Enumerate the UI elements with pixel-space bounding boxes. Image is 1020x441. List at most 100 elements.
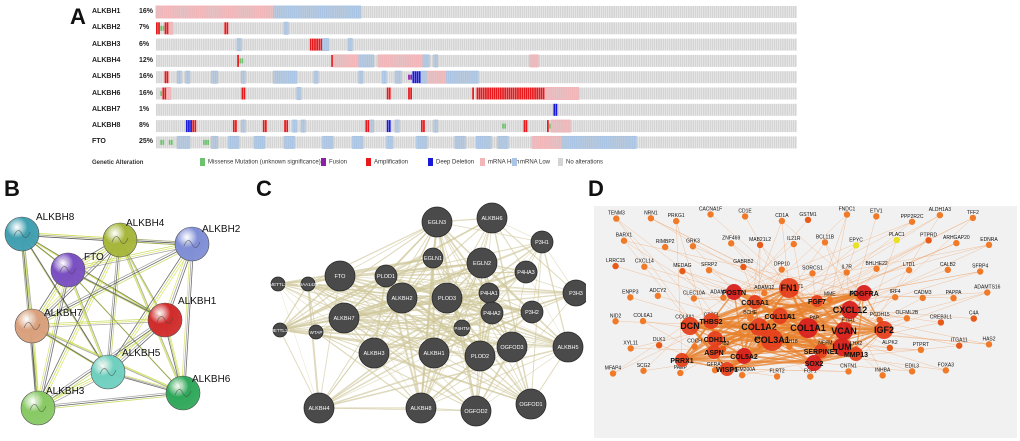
- coexpression-node-small: TFF2: [967, 210, 979, 222]
- coexpression-node-small: EDNRA: [980, 237, 998, 249]
- coexpression-node-label: CDH18: [781, 339, 798, 345]
- coexpression-node-label: CD1E: [738, 208, 752, 214]
- coexpression-node-small: INHBA: [875, 367, 891, 379]
- string-network-panel: ALKBH8ALKBH4ALKBH2FTOALKBH1ALKBH7ALKBH5A…: [4, 212, 240, 426]
- genemania-node-label: ALKBH2: [391, 296, 412, 302]
- coexpression-node-label: COCH: [687, 339, 702, 345]
- string-node: ALKBH4: [102, 218, 165, 258]
- gene-alteration-percent: 1%: [139, 105, 150, 113]
- legend-swatch: [321, 158, 326, 166]
- genemania-node-label: PLOD1: [377, 274, 395, 280]
- coexpression-node-small: IL7R: [841, 264, 852, 276]
- genemania-node-label: ALKBH3: [363, 351, 384, 357]
- coexpression-node-label: ZNF469: [722, 235, 740, 241]
- string-node: ALKBH8: [4, 212, 75, 252]
- coexpression-node-small: ITGA11: [951, 338, 968, 349]
- genemania-node: ALKBH7: [328, 302, 360, 334]
- coexpression-node-hub: SERPINE1: [804, 344, 838, 358]
- coexpression-node-label: COL8A1: [675, 315, 694, 321]
- oncoprint-row: [156, 70, 797, 84]
- panel-letter-a: A: [70, 4, 86, 29]
- coexpression-node-label: NRN1: [644, 210, 658, 216]
- coexpression-node-small: PLAC1: [889, 232, 905, 244]
- coexpression-node-label: GSTM1: [799, 212, 816, 218]
- coexpression-node-label: ADAM12: [754, 285, 774, 291]
- genemania-node: OGFOD3: [496, 331, 528, 363]
- legend-title: Genetic Alteration: [92, 160, 144, 166]
- genemania-node: METTL14: [270, 322, 290, 338]
- coexpression-node-small: MEDAG: [673, 263, 692, 275]
- coexpression-node-small: CACNA1F: [699, 206, 722, 218]
- coexpression-node-hub: SOX2: [805, 355, 823, 371]
- coexpression-node-label: PAP: [810, 316, 820, 322]
- string-node: FTO: [50, 252, 104, 288]
- coexpression-node-hub: IGF2: [874, 321, 894, 339]
- coexpression-node-small: COL6A1: [633, 313, 653, 325]
- coexpression-node-label: INHBA: [875, 367, 891, 373]
- genemania-node: ALKBH8: [405, 392, 437, 424]
- string-node: ALKBH1: [147, 296, 217, 338]
- genemania-node: EGLN1: [422, 247, 444, 269]
- coexpression-node-label: CALB2: [940, 262, 956, 268]
- coexpression-node-hub: DCN: [680, 317, 700, 335]
- coexpression-node-hub: COL3A1: [754, 329, 790, 351]
- genemania-node: ALKBH1: [418, 337, 450, 369]
- coexpression-node-label: BCHE: [743, 310, 758, 316]
- coexpression-hub-label: COL11A1: [764, 314, 795, 321]
- genemania-node-label: OGFOD1: [519, 402, 542, 408]
- coexpression-node-small: GFRA1: [707, 362, 724, 374]
- coexpression-node-label: PCDH15: [870, 312, 890, 318]
- string-node-label: ALKBH8: [36, 212, 75, 223]
- genemania-node-label: METTL14: [270, 328, 290, 333]
- coexpression-node-small: ADAM12: [754, 285, 775, 297]
- coexpression-node-small: BHLHE22: [865, 261, 888, 272]
- legend-label: Amplification: [374, 159, 409, 166]
- coexpression-node-small: LTD1: [903, 262, 915, 274]
- coexpression-hub-label: POSTN: [722, 290, 746, 297]
- coexpression-node-label: NID2: [610, 313, 622, 319]
- coexpression-node-small: C4A: [969, 311, 979, 322]
- coexpression-node-label: BARX1: [616, 233, 633, 239]
- legend-label: Fusion: [329, 159, 348, 166]
- genemania-node: P4HA3: [514, 260, 538, 284]
- coexpression-node-small: ARHGAP20: [943, 235, 970, 247]
- coexpression-node-small: PRKG1: [668, 213, 685, 225]
- coexpression-hub-label: COL3A1: [754, 335, 790, 345]
- coexpression-node-small: BARX1: [616, 233, 633, 244]
- legend-label: Deep Deletion: [436, 159, 475, 166]
- genemania-node-label: EGLN3: [428, 220, 446, 226]
- coexpression-node-label: EPB2: [717, 341, 730, 347]
- coexpression-node-label: FNDC1: [839, 206, 856, 212]
- coexpression-node-hub: VCAN: [831, 322, 857, 340]
- coexpression-hub-label: WISP1: [716, 367, 738, 374]
- genemania-node-label: EGLN2: [473, 261, 491, 267]
- gene-alteration-percent: 16%: [139, 73, 154, 81]
- coexpression-node-small: BCL11B: [816, 234, 835, 246]
- coexpression-node-small: CD1E: [738, 208, 752, 220]
- string-node-label: FTO: [84, 252, 104, 263]
- coexpression-node-small: CALB2: [940, 262, 956, 274]
- genemania-node: PLOD3: [431, 282, 463, 314]
- coexpression-node-label: IL7R: [841, 264, 852, 270]
- legend-label: mRNA High: [488, 159, 520, 166]
- genemania-node-label: P3H3: [569, 291, 583, 297]
- coexpression-node-label: ENPP3: [622, 289, 639, 295]
- coexpression-node-label: FGF1: [804, 369, 817, 375]
- coexpression-node-label: EPYC: [849, 237, 863, 243]
- coexpression-node-hub: ASPN: [704, 345, 724, 359]
- genemania-node-label: OGFOD3: [500, 345, 523, 351]
- oncoprint-row: [156, 54, 797, 68]
- coexpression-node-label: CREB3L1: [930, 314, 952, 320]
- coexpression-node-small: FLRT2: [769, 368, 785, 380]
- genemania-node-label: METTL3: [269, 282, 287, 287]
- coexpression-node-small: FGF1: [804, 369, 817, 380]
- coexpression-node-small: PTPRD: [920, 232, 938, 244]
- coexpression-node-small: ALDH1A3: [929, 207, 951, 219]
- coexpression-node-small: IRF4: [890, 289, 901, 301]
- coexpression-node-label: IL21R: [787, 236, 801, 242]
- gene-label: FTO: [92, 138, 106, 146]
- coexpression-node-hub: THBS2: [700, 313, 723, 329]
- coexpression-node-small: PPP2R2C: [901, 214, 924, 225]
- coexpression-hub-label: VCAN: [831, 326, 857, 336]
- coexpression-node-small: GRK3: [686, 238, 700, 250]
